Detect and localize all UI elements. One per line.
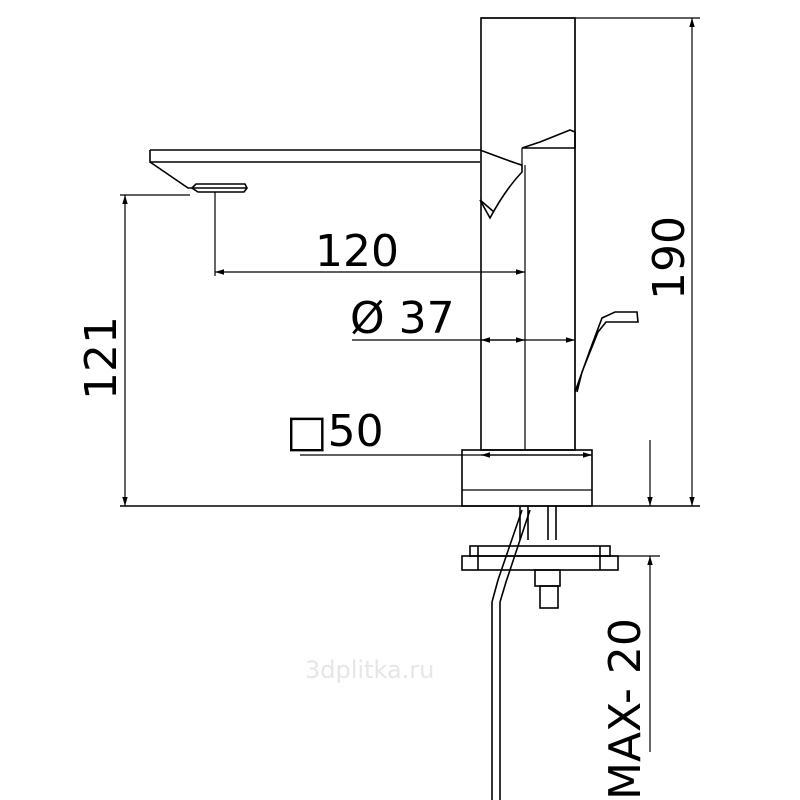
dimension-label-120: 120	[315, 226, 399, 277]
dimension-total-height: 190	[481, 17, 700, 506]
dimension-spout-height: 121	[76, 194, 190, 506]
dimension-label-121: 121	[76, 316, 127, 400]
dimension-spout-reach: 120	[214, 165, 526, 450]
dimension-max-thickness: MAX- 20	[592, 440, 660, 800]
faucet-body	[480, 17, 576, 451]
dimension-label-diameter: Ø 37	[350, 293, 455, 344]
dimension-label-max: MAX- 20	[600, 618, 651, 800]
faucet-spout	[149, 149, 523, 220]
dimension-base-square: □50	[286, 406, 592, 458]
dimension-body-diameter: Ø 37	[350, 293, 575, 344]
mounting-hardware	[461, 506, 619, 800]
side-lever	[574, 311, 639, 393]
faucet-base	[461, 449, 593, 507]
dimension-label-190: 190	[644, 216, 695, 300]
watermark: 3dplitka.ru	[305, 656, 434, 684]
dimension-label-square: □50	[286, 406, 384, 457]
lever-top	[521, 129, 576, 165]
